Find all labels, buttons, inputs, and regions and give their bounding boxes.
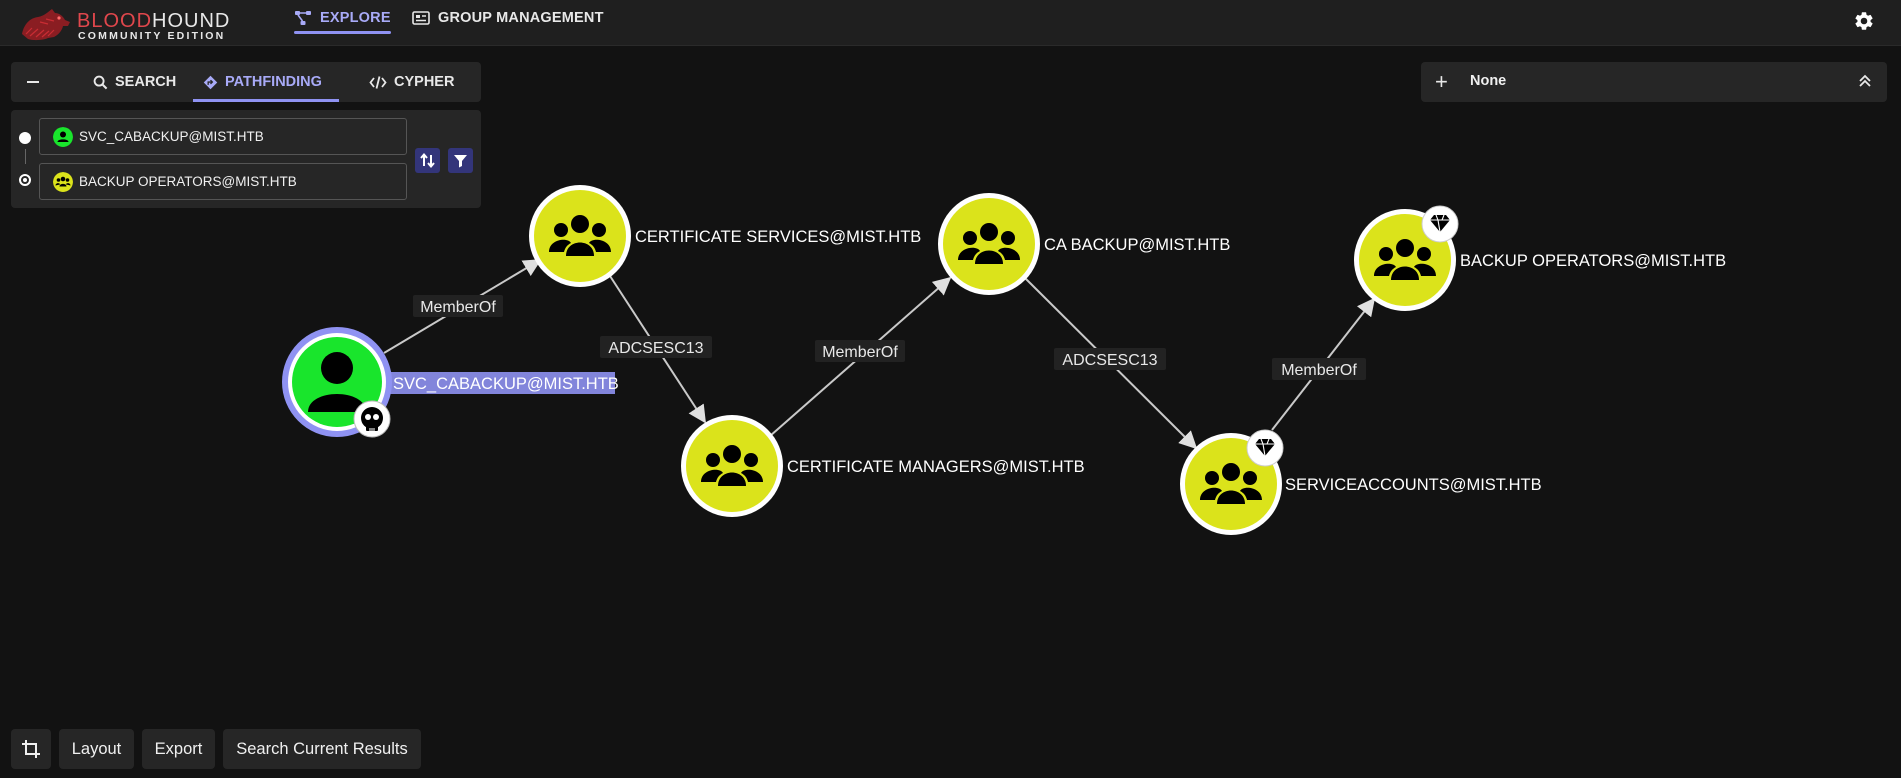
- node-label: CERTIFICATE MANAGERS@MIST.HTB: [787, 458, 1085, 476]
- add-icon: +: [1435, 69, 1448, 94]
- logo-title-white: HOUND: [152, 10, 231, 32]
- edge-label-text: ADCSESC13: [1062, 352, 1157, 369]
- node-label: CA BACKUP@MIST.HTB: [1044, 236, 1230, 254]
- graph-node-ca-backup[interactable]: CA BACKUP@MIST.HTB: [938, 193, 1230, 295]
- start-node-input[interactable]: SVC_CABACKUP@MIST.HTB: [39, 118, 407, 155]
- pathfinding-panel: SVC_CABACKUP@MIST.HTB BACKUP OPERATORS@M…: [11, 110, 481, 208]
- logo-subtitle: COMMUNITY EDITION: [78, 30, 226, 42]
- target-node-input[interactable]: BACKUP OPERATORS@MIST.HTB: [39, 163, 407, 200]
- search-tabs-panel: SEARCH PATHFINDING CYPHER: [11, 62, 481, 102]
- node-label: CERTIFICATE SERVICES@MIST.HTB: [635, 228, 921, 246]
- edge-label-memberof-3[interactable]: MemberOf: [1272, 358, 1366, 380]
- directions-icon: [203, 75, 218, 89]
- tab-search[interactable]: SEARCH: [93, 62, 176, 102]
- node-selector-label: None: [1470, 73, 1507, 89]
- user-icon: [53, 126, 73, 147]
- nav-tab-group-management[interactable]: GROUP MANAGEMENT: [412, 0, 604, 36]
- search-icon: [93, 75, 108, 89]
- selected-label-highlight: [390, 372, 615, 394]
- crop-icon: [22, 740, 40, 758]
- start-node-value: SVC_CABACKUP@MIST.HTB: [79, 129, 264, 144]
- graph-node-backup-operators[interactable]: BACKUP OPERATORS@MIST.HTB: [1354, 205, 1726, 311]
- tier-zero-gem-icon: [1421, 205, 1459, 243]
- target-node-value: BACKUP OPERATORS@MIST.HTB: [79, 174, 297, 189]
- search-current-results-button[interactable]: Search Current Results: [223, 729, 421, 769]
- export-button[interactable]: Export: [142, 729, 215, 769]
- hound-logo-icon: [22, 9, 70, 41]
- double-chevron-up-icon: [1859, 74, 1871, 87]
- id-card-icon: [412, 11, 430, 25]
- target-node-dot-icon: [19, 174, 31, 186]
- logo-title-red: BLOOD: [77, 10, 153, 32]
- edge-label-adcsesc13-2[interactable]: ADCSESC13: [1054, 348, 1166, 370]
- nav-tab-group-management-label: GROUP MANAGEMENT: [438, 10, 604, 26]
- tier-zero-gem-icon: [1246, 429, 1284, 467]
- edge-label-text: MemberOf: [1281, 362, 1357, 379]
- reset-crop-button[interactable]: [11, 729, 51, 769]
- graph-icon: [295, 11, 311, 25]
- group-icon: [53, 171, 73, 192]
- nav-tab-explore[interactable]: EXPLORE: [294, 0, 391, 36]
- node-label: BACKUP OPERATORS@MIST.HTB: [1460, 252, 1726, 270]
- layout-button[interactable]: Layout: [59, 729, 134, 769]
- start-node-dot-icon: [19, 132, 31, 144]
- graph-node-svc-cabackup[interactable]: SVC_CABACKUP@MIST.HTB: [282, 327, 619, 438]
- edge-label-text: ADCSESC13: [608, 340, 703, 357]
- collapse-panel-button[interactable]: [23, 72, 43, 92]
- edge-label-adcsesc13-1[interactable]: ADCSESC13: [600, 336, 712, 358]
- node-selector-dropdown[interactable]: + None: [1421, 62, 1887, 102]
- edge-label-memberof-2[interactable]: MemberOf: [815, 340, 905, 362]
- tab-pathfinding-label: PATHFINDING: [225, 74, 322, 90]
- code-icon: [369, 75, 387, 89]
- nav-tab-explore-label: EXPLORE: [320, 10, 391, 26]
- edge-label-text: MemberOf: [420, 299, 496, 316]
- path-connector-line: [25, 149, 26, 164]
- active-tab-indicator: [193, 99, 339, 102]
- node-label: SERVICEACCOUNTS@MIST.HTB: [1285, 476, 1542, 494]
- tab-search-label: SEARCH: [115, 74, 177, 90]
- tab-pathfinding[interactable]: PATHFINDING: [193, 62, 339, 102]
- graph-node-serviceaccounts[interactable]: SERVICEACCOUNTS@MIST.HTB: [1180, 429, 1542, 535]
- skull-icon: [353, 400, 391, 438]
- edge-label-memberof-1[interactable]: MemberOf: [413, 295, 503, 317]
- filter-icon: [454, 155, 467, 168]
- swap-nodes-button[interactable]: [415, 148, 440, 173]
- graph-node-certificate-services[interactable]: CERTIFICATE SERVICES@MIST.HTB: [529, 185, 921, 287]
- tab-cypher[interactable]: CYPHER: [369, 62, 454, 102]
- graph-canvas[interactable]: MemberOf ADCSESC13 MemberOf ADCSESC13 Me…: [0, 46, 1901, 712]
- tab-cypher-label: CYPHER: [394, 74, 455, 90]
- node-label: SVC_CABACKUP@MIST.HTB: [393, 375, 619, 393]
- graph-node-certificate-managers[interactable]: CERTIFICATE MANAGERS@MIST.HTB: [681, 415, 1085, 517]
- top-navigation: BLOODHOUND COMMUNITY EDITION EXPLORE GRO…: [0, 0, 1901, 46]
- bloodhound-logo[interactable]: BLOODHOUND COMMUNITY EDITION: [18, 4, 238, 42]
- logo-title: BLOODHOUND: [77, 11, 230, 31]
- settings-gear-icon[interactable]: [1853, 10, 1875, 32]
- edge-filter-button[interactable]: [448, 148, 473, 173]
- swap-icon: [420, 152, 435, 169]
- edge-label-text: MemberOf: [822, 344, 898, 361]
- active-tab-indicator: [294, 31, 391, 34]
